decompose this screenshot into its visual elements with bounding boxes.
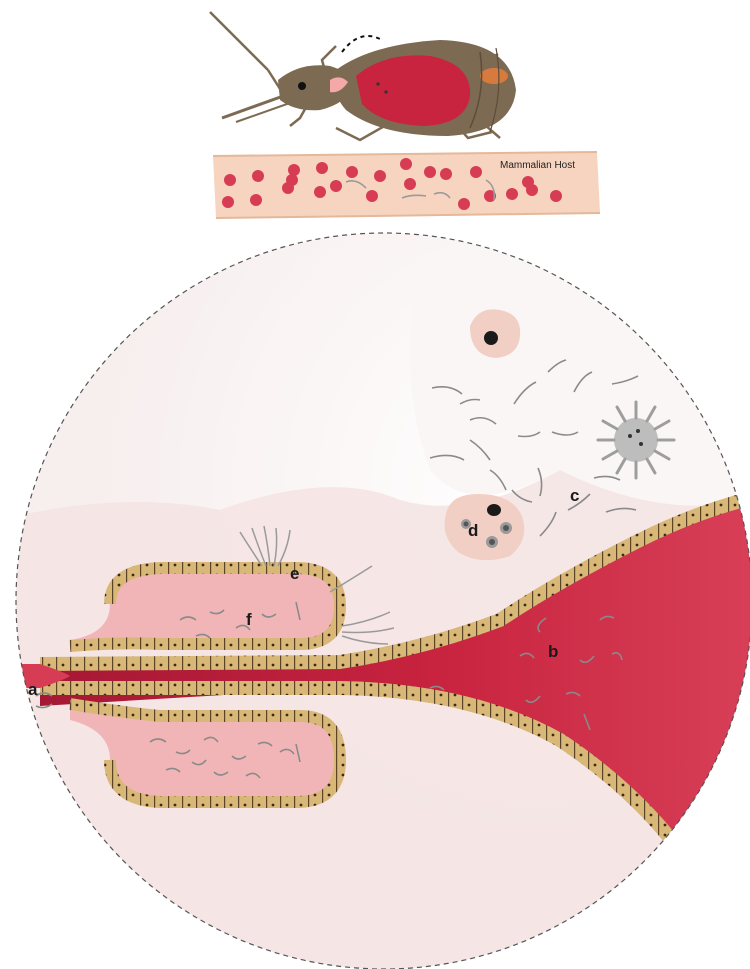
blood-vessel-icon: Mammalian Host bbox=[213, 152, 600, 218]
label-d: d bbox=[468, 521, 478, 540]
label-e: e bbox=[290, 564, 299, 583]
host-label: Mammalian Host bbox=[500, 160, 575, 171]
magnified-view bbox=[0, 220, 750, 969]
host-cell-icon bbox=[445, 494, 525, 560]
label-b: b bbox=[548, 642, 558, 661]
triatomine-bug-icon bbox=[210, 12, 516, 140]
label-c: c bbox=[570, 486, 579, 505]
label-a: a bbox=[28, 680, 38, 699]
label-f: f bbox=[246, 610, 252, 629]
